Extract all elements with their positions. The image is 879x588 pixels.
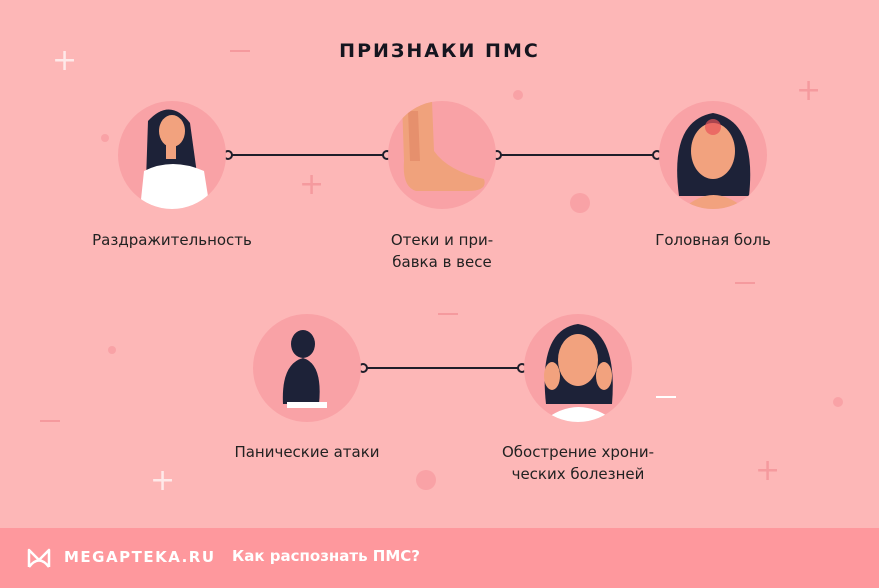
- connector-line: [228, 154, 387, 156]
- symptom-label: Головная боль: [655, 231, 771, 249]
- plus-decoration: +: [299, 167, 325, 202]
- brand-name: MEGAPTEKA.RU: [64, 548, 216, 566]
- symptom-label: Панические атаки: [234, 443, 380, 461]
- plus-decoration: +: [150, 463, 176, 498]
- headache-woman-icon: [659, 101, 767, 209]
- footer-subtitle: Как распознать ПМС?: [232, 547, 420, 565]
- panic-woman-icon: [253, 314, 361, 422]
- dash-decoration: [438, 313, 458, 315]
- footer: [0, 528, 879, 588]
- plus-decoration: +: [796, 73, 822, 108]
- plus-decoration: +: [755, 453, 781, 488]
- dash-decoration: [656, 396, 676, 398]
- dot-decoration: [513, 90, 523, 100]
- symptom-label: Обострение хрони-ческих болезней: [501, 443, 655, 483]
- connector-line: [363, 367, 522, 369]
- swollen-foot-icon: [388, 101, 496, 209]
- chronic-illness-woman-icon: [524, 314, 632, 422]
- page-title: ПРИЗНАКИ ПМС: [339, 40, 540, 62]
- connector-line: [497, 154, 657, 156]
- symptom-label: Отеки и при-бавка в весе: [390, 231, 494, 271]
- dot-decoration: [416, 470, 436, 490]
- dot-decoration: [108, 346, 116, 354]
- megapteka-logo-icon: [27, 548, 51, 568]
- dot-decoration: [570, 193, 590, 213]
- dash-decoration: [230, 50, 250, 52]
- dot-decoration: [101, 134, 109, 142]
- irritated-woman-icon: [118, 101, 226, 209]
- symptom-label: Раздражительность: [92, 231, 252, 249]
- dot-decoration: [833, 397, 843, 407]
- dash-decoration: [40, 420, 60, 422]
- plus-decoration: +: [52, 43, 78, 78]
- dash-decoration: [735, 282, 755, 284]
